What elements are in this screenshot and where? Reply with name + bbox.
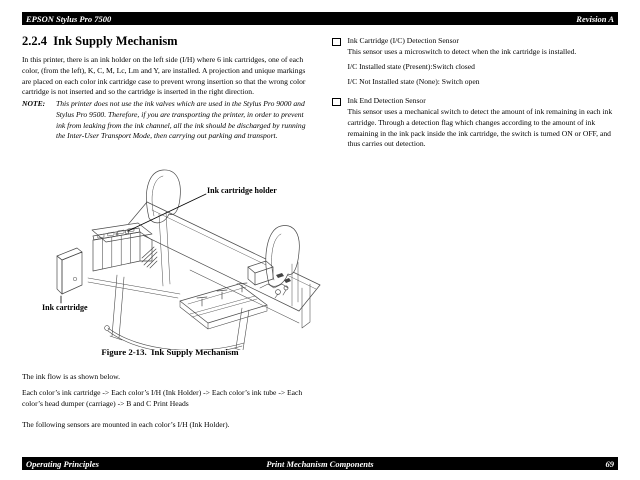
ink-flow-intro: The ink flow is as shown below. bbox=[22, 372, 121, 381]
figure-ink-supply-mechanism: Ink cartridge holder Ink cartridge bbox=[30, 168, 330, 350]
footer-page-number: 69 bbox=[605, 458, 615, 469]
sensor-description: This sensor uses a microswitch to detect… bbox=[347, 46, 577, 56]
figure-label-ink-cartridge: Ink cartridge bbox=[42, 303, 88, 312]
figure-caption: Figure 2-13. Ink Supply Mechanism bbox=[101, 347, 239, 357]
sensors-column: Ink Cartridge (I/C) Detection Sensor Thi… bbox=[332, 36, 619, 158]
figure-label-ink-cartridge-holder: Ink cartridge holder bbox=[207, 186, 277, 195]
section-title: 2.2.4 Ink Supply Mechanism bbox=[22, 34, 178, 48]
intro-paragraph: In this printer, there is an ink holder … bbox=[22, 55, 306, 97]
sensor-state: I/C Installed state (Present):Switch clo… bbox=[347, 62, 475, 72]
ink-flow-sensors-intro: The following sensors are mounted in eac… bbox=[22, 420, 230, 429]
ink-flow-path: Each color’s ink cartridge -> Each color… bbox=[22, 388, 303, 408]
page-footer: Operating Principles Print Mechanism Com… bbox=[22, 457, 618, 470]
sensor-item-ink-end-detection: Ink End Detection Sensor This sensor use… bbox=[332, 96, 619, 150]
sensor-description: This sensor uses a mechanical switch to … bbox=[347, 106, 613, 149]
sensor-item-ink-cartridge-detection: Ink Cartridge (I/C) Detection Sensor Thi… bbox=[332, 36, 619, 88]
footer-section: Print Mechanism Components bbox=[266, 458, 374, 469]
square-bullet-icon bbox=[332, 37, 341, 46]
sensor-title: Ink End Detection Sensor bbox=[347, 96, 426, 106]
page-header: EPSON Stylus Pro 7500 Revision A bbox=[22, 12, 618, 25]
note-label: NOTE: bbox=[22, 99, 46, 108]
square-bullet-icon bbox=[332, 97, 341, 107]
header-title: EPSON Stylus Pro 7500 bbox=[26, 13, 112, 24]
sensor-state: I/C Not Installed state (None): Switch o… bbox=[347, 77, 480, 87]
header-revision: Revision A bbox=[576, 13, 614, 24]
note-block: NOTE: This printer does not use the ink … bbox=[22, 99, 312, 142]
printer-line-drawing bbox=[56, 169, 321, 350]
note-text: This printer does not use the ink valves… bbox=[56, 99, 306, 141]
footer-chapter: Operating Principles bbox=[26, 458, 99, 469]
sensor-title: Ink Cartridge (I/C) Detection Sensor bbox=[347, 36, 459, 45]
